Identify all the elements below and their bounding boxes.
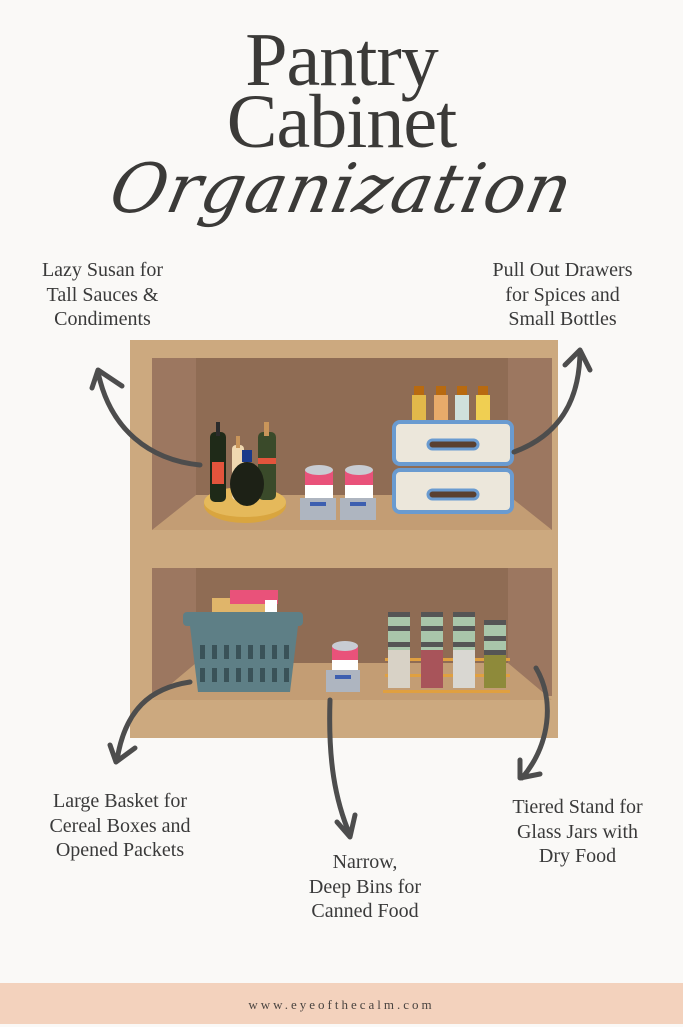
basket-icon <box>183 590 303 692</box>
tiered-stand-icon <box>383 612 510 693</box>
label-tiered-stand: Tiered Stand for Glass Jars with Dry Foo… <box>512 796 643 867</box>
jar-column <box>421 612 443 688</box>
arrow-lazy-susan-icon <box>89 367 203 468</box>
jar-column <box>484 620 506 688</box>
arrow-tiered-stand-icon <box>517 665 550 781</box>
label-pull-out-drawers: Pull Out Drawers for Spices and Small Bo… <box>492 259 633 330</box>
footer-url[interactable]: www.eyeofthecalm.com <box>248 997 435 1012</box>
arrow-bins-icon <box>327 697 358 840</box>
pull-out-drawers-icon <box>392 386 514 514</box>
jar-column <box>453 612 475 688</box>
lazy-susan-icon <box>204 422 286 523</box>
title-pantry: Pantry <box>245 18 438 102</box>
label-large-basket: Large Basket for Cereal Boxes and Opened… <box>49 790 191 861</box>
jar-column <box>388 612 410 688</box>
label-lazy-susan: Lazy Susan for Tall Sauces & Condiments <box>41 259 164 330</box>
title-cabinet: Cabinet <box>226 80 457 164</box>
narrow-bin-icon <box>326 641 360 692</box>
arrow-drawers-icon <box>511 347 593 455</box>
arrow-basket-icon <box>107 679 193 765</box>
label-narrow-bins: Narrow, Deep Bins for Canned Food <box>308 851 422 922</box>
canned-bins-upper-icon <box>300 465 376 520</box>
footer: www.eyeofthecalm.com <box>0 983 683 1024</box>
